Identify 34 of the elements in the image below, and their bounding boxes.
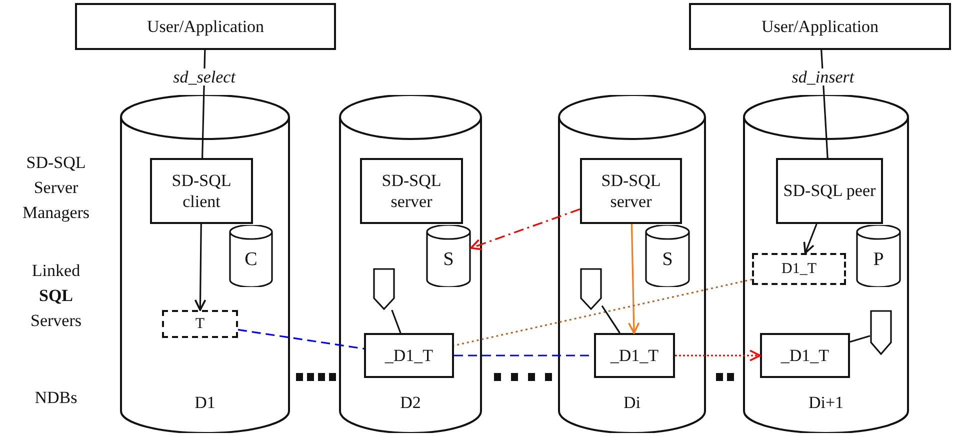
- component-box: SD-SQL client: [150, 158, 253, 224]
- edge-label: sd_select: [171, 68, 238, 86]
- connector-arrow: [194, 224, 206, 311]
- connector-arrow: [628, 224, 640, 334]
- connector-arrow: [803, 224, 818, 254]
- component-box: D1_T: [752, 253, 846, 285]
- database-label: D2: [399, 392, 422, 414]
- row-label: NDBs: [34, 387, 78, 409]
- database-label: Di+1: [807, 392, 845, 414]
- row-label: SD-SQL Server Managers: [21, 152, 91, 224]
- tag-shape: [373, 268, 395, 310]
- connector-arrow: [470, 208, 580, 250]
- database-cylinder: [339, 95, 482, 433]
- row-label: Linked SQL Servers: [30, 260, 82, 332]
- edge-label: sd_insert: [790, 68, 856, 86]
- component-box: User/Application: [75, 3, 336, 50]
- database-cylinder: [120, 95, 290, 433]
- storage-cylinder: C: [229, 225, 273, 287]
- component-box: SD-SQL peer: [776, 158, 883, 224]
- storage-cylinder: S: [426, 225, 471, 287]
- database-label: Di: [622, 392, 642, 414]
- tag-shape: [580, 268, 602, 310]
- component-box: User/Application: [689, 3, 951, 50]
- database-cylinder: [743, 95, 909, 433]
- component-box: T: [162, 310, 238, 338]
- connector-arrow: [675, 350, 761, 362]
- storage-cylinder: S: [645, 225, 690, 287]
- database-cylinder: [558, 95, 706, 433]
- database-label: D1: [194, 392, 216, 414]
- component-box: _D1_T: [594, 333, 675, 378]
- storage-cylinder: P: [856, 225, 901, 287]
- component-box: _D1_T: [364, 333, 454, 378]
- tag-shape: [870, 310, 892, 355]
- component-box: _D1_T: [760, 333, 850, 378]
